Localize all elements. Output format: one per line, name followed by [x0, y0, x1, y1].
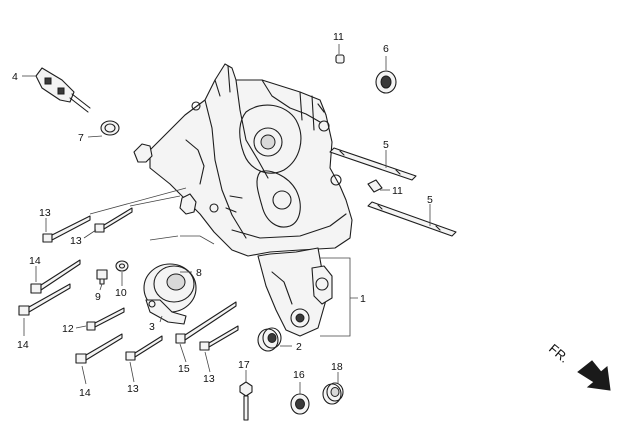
callout-14b: 14 [17, 339, 29, 351]
callout-13d: 13 [203, 373, 215, 385]
callout-9: 9 [95, 291, 101, 303]
bolt-9 [96, 269, 108, 285]
callout-6: 6 [383, 43, 389, 55]
bolt-14c [75, 333, 123, 364]
callout-15: 15 [178, 363, 190, 375]
bolt-13b [94, 207, 133, 233]
bolt-13d [199, 325, 239, 351]
callout-14a: 14 [29, 255, 41, 267]
bearing-18 [322, 382, 344, 405]
bolt-13a [42, 215, 91, 243]
callout-13c: 13 [127, 383, 139, 395]
tensioner-pulley [143, 263, 197, 325]
callout-18: 18 [331, 361, 343, 373]
callout-labels: 1 2 3 4 5 5 6 7 8 9 10 11 11 12 13 13 13… [12, 31, 433, 399]
stud-bolt-5b [367, 201, 457, 237]
bolt-15 [175, 301, 237, 344]
arrow-down-right-icon [577, 360, 611, 391]
oil-seal-16 [290, 393, 310, 415]
callout-4: 4 [12, 71, 18, 83]
callout-5b: 5 [427, 194, 433, 206]
front-direction-indicator: FR. [546, 341, 611, 391]
engine-bracket [257, 247, 333, 337]
callout-8: 8 [196, 267, 202, 279]
dowel-pin-11a [335, 54, 345, 64]
stud-bolt-5a [329, 147, 417, 181]
callout-13a: 13 [39, 207, 51, 219]
bolt-13c [125, 335, 163, 361]
bolt-12 [86, 307, 125, 331]
sensor-part [35, 67, 91, 113]
callout-14c: 14 [79, 387, 91, 399]
callout-2: 2 [296, 341, 302, 353]
bearing-2 [257, 327, 282, 352]
callout-5a: 5 [383, 139, 389, 151]
front-label: FR. [546, 341, 572, 366]
callout-13b: 13 [70, 235, 82, 247]
leader-lines [22, 44, 431, 394]
callout-17: 17 [238, 359, 250, 371]
crankcase-cover [133, 63, 353, 257]
oil-seal-6 [375, 70, 397, 94]
dowel-pin-11b [367, 179, 383, 193]
callout-10: 10 [115, 287, 127, 299]
callout-7: 7 [78, 132, 84, 144]
callout-3: 3 [149, 321, 155, 333]
bolt-17 [239, 381, 253, 421]
callout-11b: 11 [392, 185, 403, 197]
washer-10 [115, 260, 129, 272]
callout-16: 16 [293, 369, 305, 381]
bolt-14b [18, 283, 71, 316]
callout-1: 1 [360, 293, 366, 305]
callout-12: 12 [62, 323, 74, 335]
o-ring [100, 120, 120, 136]
callout-11a: 11 [333, 31, 344, 43]
bolt-14a [30, 259, 81, 294]
